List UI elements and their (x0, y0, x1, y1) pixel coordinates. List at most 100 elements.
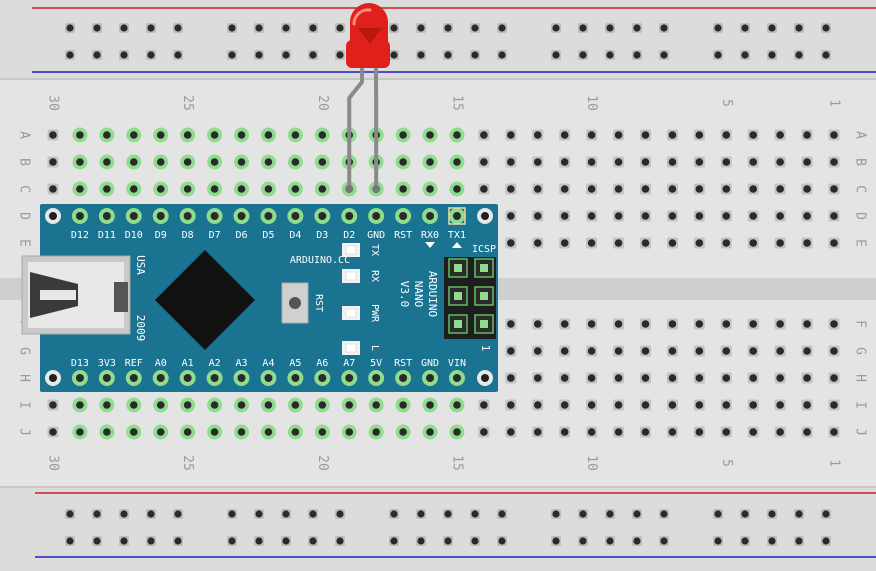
rail-hole (417, 537, 424, 544)
pin-hole-top (76, 212, 84, 220)
hole (130, 185, 138, 193)
hole (534, 374, 542, 382)
rail-hole (66, 51, 73, 58)
hole (211, 158, 219, 166)
usb-port-slot (40, 290, 76, 300)
rail-hole (255, 537, 262, 544)
pin-hole-bottom (211, 374, 219, 382)
hole (615, 239, 623, 247)
row-letter-right: B (853, 158, 868, 166)
hole (265, 158, 273, 166)
rail-hole (606, 24, 613, 31)
led-leg-end (372, 185, 380, 193)
column-number-bottom: 1 (827, 459, 842, 467)
hole (776, 347, 784, 355)
rail-hole (579, 537, 586, 544)
hole (830, 347, 838, 355)
hole (157, 131, 165, 139)
hole (803, 320, 811, 328)
rail-hole (66, 537, 73, 544)
hole (76, 401, 84, 409)
hole (722, 131, 730, 139)
hole (319, 185, 327, 193)
hole (776, 401, 784, 409)
pin-hole-bottom (238, 374, 246, 382)
rail-hole (174, 510, 181, 517)
hole (830, 185, 838, 193)
row-letter-right: E (853, 239, 868, 247)
rail-hole (471, 537, 478, 544)
column-number-bottom: 10 (584, 455, 599, 471)
hole (803, 212, 811, 220)
hole (265, 185, 273, 193)
hole (615, 212, 623, 220)
rail-hole (552, 537, 559, 544)
rail-hole (147, 24, 154, 31)
hole (722, 320, 730, 328)
rail-hole (174, 537, 181, 544)
icsp-pin (454, 292, 462, 300)
hole (642, 158, 650, 166)
rail-hole (282, 24, 289, 31)
pin-hole-bottom (264, 374, 272, 382)
rail-hole (741, 24, 748, 31)
pin-hole-top (211, 212, 219, 220)
pin-hole-bottom (291, 374, 299, 382)
mounting-hole (481, 212, 489, 220)
row-letter-right: J (853, 428, 868, 436)
hole (319, 131, 327, 139)
hole (722, 428, 730, 436)
hole (696, 320, 704, 328)
hole (722, 239, 730, 247)
rail-hole (633, 537, 640, 544)
hole (49, 131, 57, 139)
hole (803, 131, 811, 139)
hole (696, 239, 704, 247)
hole (749, 212, 757, 220)
icsp-pin (454, 320, 462, 328)
reset-button-cap[interactable] (289, 297, 301, 309)
rail-hole (282, 51, 289, 58)
hole (830, 374, 838, 382)
rail-hole (741, 537, 748, 544)
hole (803, 158, 811, 166)
hole (669, 374, 677, 382)
hole (507, 239, 515, 247)
year-label: 2009 (134, 315, 147, 342)
pin-label-top: D9 (155, 230, 167, 241)
rail-hole (498, 537, 505, 544)
rail-hole (282, 537, 289, 544)
hole (507, 185, 515, 193)
row-letter-right: I (853, 401, 868, 409)
hole (561, 158, 569, 166)
rail-hole (579, 24, 586, 31)
hole (211, 401, 219, 409)
rail-hole (579, 510, 586, 517)
hole (669, 428, 677, 436)
hole (696, 428, 704, 436)
pin-label-bottom: RST (394, 358, 412, 369)
hole (803, 185, 811, 193)
rail-hole (822, 537, 829, 544)
hole (130, 158, 138, 166)
rail-hole (255, 510, 262, 517)
icsp-label: ICSP (472, 244, 496, 255)
column-number-top: 30 (46, 95, 61, 111)
hole (453, 401, 461, 409)
row-letter-left: E (17, 239, 32, 247)
icsp-pin1-label: 1 (479, 345, 492, 352)
rail-hole (309, 510, 316, 517)
pin-label-bottom: A0 (155, 358, 167, 369)
row-letter-right: D (853, 212, 868, 220)
hole (749, 320, 757, 328)
pin-hole-top (264, 212, 272, 220)
rail-hole (93, 24, 100, 31)
hole (426, 131, 434, 139)
hole (776, 158, 784, 166)
hole (157, 158, 165, 166)
hole (669, 320, 677, 328)
rail-hole (174, 24, 181, 31)
pin-label-bottom: 3V3 (98, 358, 116, 369)
icsp-pin (480, 320, 488, 328)
pin-label-top: D3 (316, 230, 328, 241)
